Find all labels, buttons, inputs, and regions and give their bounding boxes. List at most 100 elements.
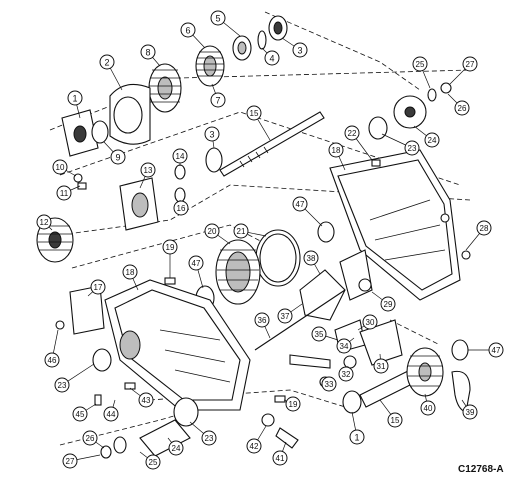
callout-bubble [338,366,354,382]
callout-number: 1 [354,433,359,443]
callout-number: 10 [56,163,65,172]
callout-number: 37 [281,312,290,321]
callout-27: 27 [62,453,78,469]
callout-3: 3 [204,126,220,142]
callout-bubble [254,312,270,328]
callout-number: 29 [384,300,393,309]
callout-18: 18 [328,142,344,158]
callout-bubble [172,148,188,164]
callout-number: 28 [480,224,489,233]
callout-number: 5 [215,14,220,24]
callout-bubble [145,454,161,470]
callout-number: 12 [40,218,49,227]
callout-30: 30 [362,314,378,330]
callout-47: 47 [488,342,504,358]
callout-47: 47 [292,196,308,212]
callout-number: 9 [115,153,120,163]
rear-case-housing [329,82,461,301]
callout-bubble [90,279,106,295]
callout-number: 19 [289,400,298,409]
callout-bubble [387,412,403,428]
callout-bubble [62,453,78,469]
callout-34: 34 [336,338,352,354]
callout-bubble [138,392,154,408]
callout-bubble [292,196,308,212]
callout-41: 41 [272,450,288,466]
callout-bubble [103,406,119,422]
callout-bubble [328,142,344,158]
callout-bubble [311,326,327,342]
callout-number: 3 [297,46,302,56]
callout-number: 14 [176,152,185,161]
callout-bubble [122,264,138,280]
callout-number: 4 [269,54,274,64]
callout-number: 25 [416,60,425,69]
callout-number: 30 [366,318,375,327]
callout-bubble [201,430,217,446]
callout-number: 18 [126,268,135,277]
callout-number: 39 [466,408,475,417]
callout-number: 15 [250,109,259,118]
callout-bubble [99,54,115,70]
callout-bubble [264,50,280,66]
callout-4: 4 [264,50,280,66]
callout-number: 46 [48,356,57,365]
callout-number: 42 [250,442,259,451]
callout-14: 14 [172,148,188,164]
callout-bubble [204,223,220,239]
callout-bubble [233,223,249,239]
callout-bubble [462,56,478,72]
callout-number: 22 [348,129,357,138]
callout-19: 19 [162,239,178,255]
callout-bubble [362,314,378,330]
callout-15: 15 [246,105,262,121]
callout-number: 26 [458,104,467,113]
callout-bubble [140,44,156,60]
callout-number: 41 [276,454,285,463]
callout-17: 17 [90,279,106,295]
callout-number: 34 [340,342,349,351]
callout-bubble [424,132,440,148]
callout-bubble [67,90,83,106]
callout-10: 10 [52,159,68,175]
callout-number: 19 [166,243,175,252]
callout-number: 27 [466,60,475,69]
callout-number: 43 [142,396,151,405]
callout-number: 24 [172,444,181,453]
callout-13: 13 [140,162,156,178]
figure-code: C12768-A [458,464,504,475]
callout-number: 23 [58,381,67,390]
callout-44: 44 [103,406,119,422]
callout-bubble [173,200,189,216]
callout-bubble [168,440,184,456]
callout-5: 5 [210,10,226,26]
callout-bubble [344,125,360,141]
callout-bubble [246,105,262,121]
callout-number: 26 [86,434,95,443]
callout-number: 17 [94,283,103,292]
callout-42: 42 [246,438,262,454]
callout-bubble [373,358,389,374]
callout-6: 6 [180,22,196,38]
callout-bubble [44,352,60,368]
callout-12: 12 [36,214,52,230]
callout-7: 7 [210,92,226,108]
callout-bubble [420,400,436,416]
callout-number: 6 [185,26,190,36]
callout-number: 35 [315,330,324,339]
callout-bubble [462,404,478,420]
callout-number: 47 [296,200,305,209]
callout-23: 23 [54,377,70,393]
callout-number: 36 [258,316,267,325]
callout-number: 21 [237,227,246,236]
callout-23: 23 [404,140,420,156]
output-shaft-assembly [342,339,471,414]
callout-number: 15 [391,416,400,425]
callout-26: 26 [454,100,470,116]
callout-bubble [210,10,226,26]
callout-32: 32 [338,366,354,382]
callout-number: 27 [66,457,75,466]
callout-bubble [488,342,504,358]
callout-number: 3 [209,130,214,140]
callout-15: 15 [387,412,403,428]
